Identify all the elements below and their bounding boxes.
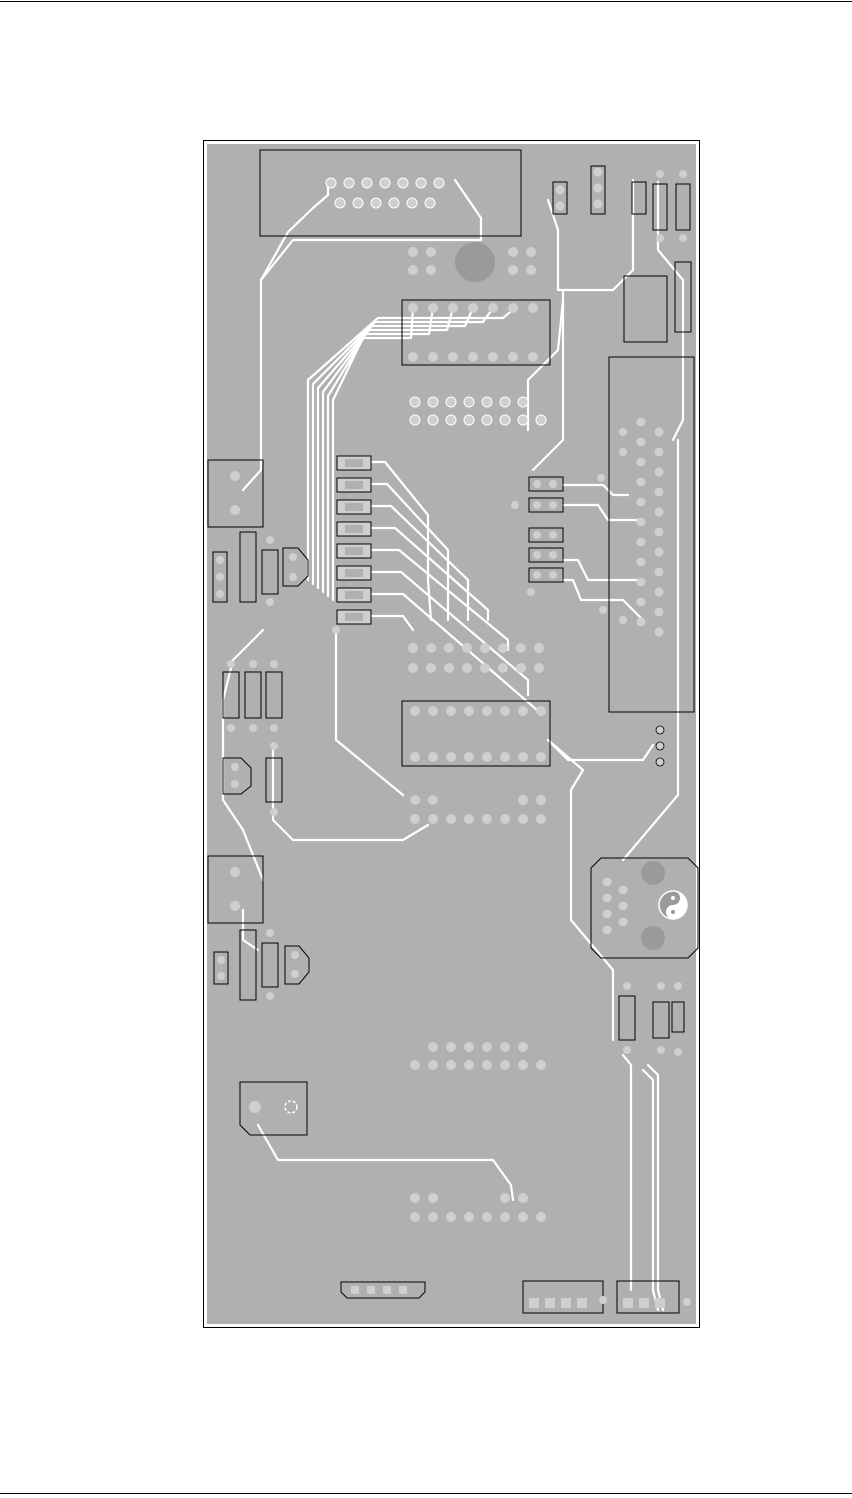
mounting-hole: [455, 242, 495, 282]
pcb-layout-diagram: [203, 140, 700, 1328]
three-pin-header: [656, 726, 664, 766]
footer-rule: [0, 1493, 852, 1494]
header-rule: [0, 1, 852, 2]
yin-yang-knob-icon: [659, 891, 687, 919]
